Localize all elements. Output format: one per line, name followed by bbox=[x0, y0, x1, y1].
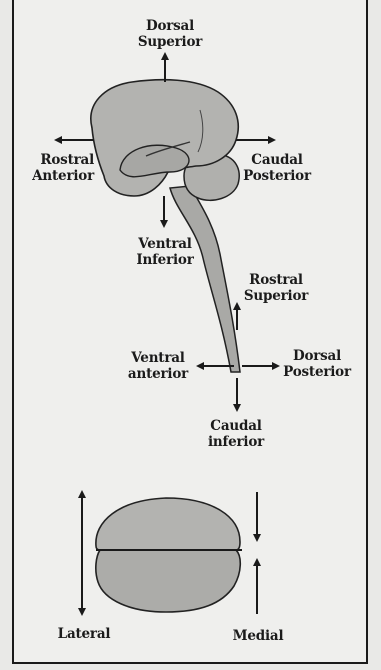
spinal-cord bbox=[170, 186, 240, 372]
label-line: Superior bbox=[236, 288, 316, 304]
label-line: Posterior bbox=[274, 364, 360, 380]
label-line: Rostral bbox=[236, 272, 316, 288]
label-line: Anterior bbox=[18, 168, 94, 184]
label-caudal-inferior: Caudal inferior bbox=[196, 418, 276, 450]
label-dorsal-posterior: Dorsal Posterior bbox=[274, 348, 360, 380]
upper-hemisphere bbox=[96, 498, 240, 550]
label-caudal-posterior: Caudal Posterior bbox=[234, 152, 320, 184]
label-line: Ventral bbox=[122, 236, 208, 252]
label-line: Ventral bbox=[120, 350, 196, 366]
label-ventral-inferior: Ventral Inferior bbox=[122, 236, 208, 268]
label-line: Caudal bbox=[196, 418, 276, 434]
label-line: Caudal bbox=[234, 152, 320, 168]
label-medial: Medial bbox=[218, 628, 298, 644]
label-line: Rostral bbox=[18, 152, 94, 168]
brain-side-view bbox=[91, 80, 240, 372]
label-line: inferior bbox=[196, 434, 276, 450]
lower-hemisphere bbox=[96, 550, 240, 612]
label-line: Dorsal bbox=[118, 18, 222, 34]
brain-cross-section bbox=[96, 498, 242, 612]
label-line: Posterior bbox=[234, 168, 320, 184]
label-line: anterior bbox=[120, 366, 196, 382]
label-rostral-anterior: Rostral Anterior bbox=[18, 152, 94, 184]
label-rostral-superior: Rostral Superior bbox=[236, 272, 316, 304]
label-line: Inferior bbox=[122, 252, 208, 268]
label-line: Dorsal bbox=[274, 348, 360, 364]
label-lateral: Lateral bbox=[48, 626, 120, 642]
label-line: Superior bbox=[118, 34, 222, 50]
label-dorsal-superior: Dorsal Superior bbox=[118, 18, 222, 50]
label-ventral-anterior: Ventral anterior bbox=[120, 350, 196, 382]
